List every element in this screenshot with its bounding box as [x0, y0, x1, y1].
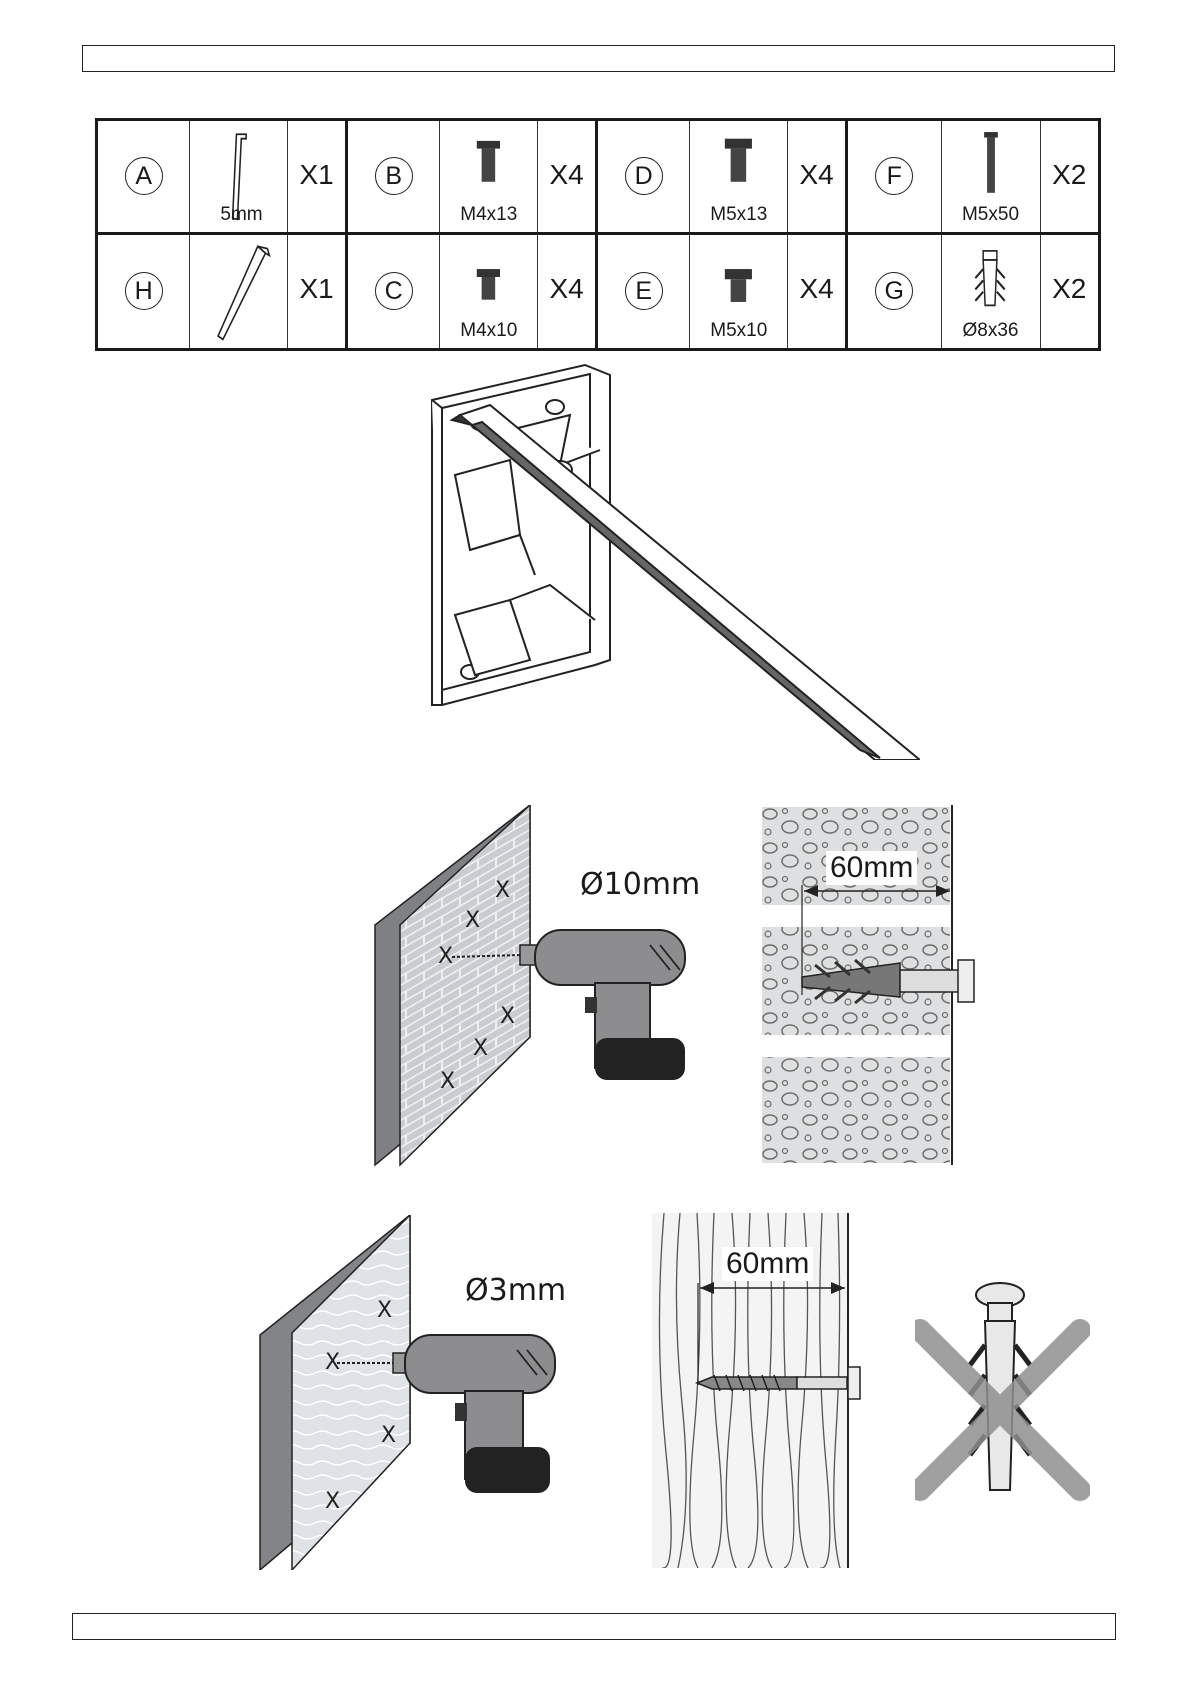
- svg-text:X: X: [495, 878, 510, 903]
- footer-bar: [72, 1613, 1116, 1640]
- part-cell-f: F M5x50 X2: [848, 121, 1098, 235]
- part-letter: E: [625, 272, 663, 310]
- svg-text:X: X: [438, 944, 453, 969]
- part-size: 5mm: [220, 204, 287, 226]
- svg-text:X: X: [500, 1004, 515, 1029]
- part-qty: X1: [299, 159, 333, 191]
- part-letter: D: [625, 157, 663, 195]
- bracket-screwdriver-illustration: [360, 360, 920, 760]
- wall-plug-icon: Ø8x36: [941, 235, 1041, 349]
- wood-drill-depth: 60mm: [722, 1247, 813, 1281]
- part-qty: X4: [549, 159, 583, 191]
- brick-wall-drill-illustration: XXX XXX: [370, 805, 730, 1170]
- svg-text:X: X: [440, 1069, 455, 1094]
- part-letter: C: [375, 272, 413, 310]
- part-cell-g: G Ø8x36 X2: [848, 235, 1098, 349]
- long-screw-icon: M5x50: [941, 121, 1041, 232]
- parts-table: A 5mm X1 B M4x13 X4 D M5x13 X4 F M5x50 X…: [95, 118, 1101, 351]
- part-qty: X2: [1052, 273, 1086, 305]
- part-size: M4x13: [440, 204, 537, 226]
- hex-key-icon: [189, 235, 288, 349]
- brick-drill-diameter: Ø10mm: [580, 867, 700, 902]
- part-size: M4x10: [440, 320, 537, 342]
- part-cell-a: A 5mm X1: [98, 121, 348, 235]
- screw-icon: M4x10: [439, 235, 538, 349]
- part-cell-d: D M5x13 X4: [598, 121, 848, 235]
- part-qty: X4: [799, 159, 833, 191]
- part-letter: B: [375, 157, 413, 195]
- header-bar: [82, 45, 1115, 72]
- part-qty: X1: [299, 273, 333, 305]
- part-qty: X4: [549, 273, 583, 305]
- part-cell-c: C M4x10 X4: [348, 235, 598, 349]
- wood-drill-diameter: Ø3mm: [465, 1273, 566, 1308]
- svg-text:X: X: [473, 1036, 488, 1061]
- part-letter: F: [875, 157, 913, 195]
- brick-drill-depth: 60mm: [826, 851, 917, 885]
- part-cell-h: H X1: [98, 235, 348, 349]
- part-qty: X2: [1052, 159, 1086, 191]
- part-size: M5x13: [690, 204, 787, 226]
- part-letter: G: [875, 272, 913, 310]
- part-size: M5x50: [942, 204, 1040, 226]
- part-letter: H: [125, 272, 163, 310]
- svg-text:X: X: [465, 908, 480, 933]
- svg-text:X: X: [325, 1489, 340, 1514]
- no-wall-plug-icon: [915, 1275, 1090, 1510]
- part-size: M5x10: [690, 320, 787, 342]
- part-size: Ø8x36: [942, 320, 1040, 342]
- svg-text:X: X: [377, 1298, 392, 1323]
- screw-icon: M4x13: [439, 121, 538, 232]
- svg-text:X: X: [381, 1423, 396, 1448]
- screw-icon: M5x10: [689, 235, 788, 349]
- part-cell-b: B M4x13 X4: [348, 121, 598, 235]
- part-letter: A: [125, 157, 163, 195]
- part-cell-e: E M5x10 X4: [598, 235, 848, 349]
- part-qty: X4: [799, 273, 833, 305]
- screw-icon: M5x13: [689, 121, 788, 232]
- wood-wall-drill-illustration: XX XX: [255, 1215, 615, 1570]
- hex-key-icon: 5mm: [189, 121, 288, 232]
